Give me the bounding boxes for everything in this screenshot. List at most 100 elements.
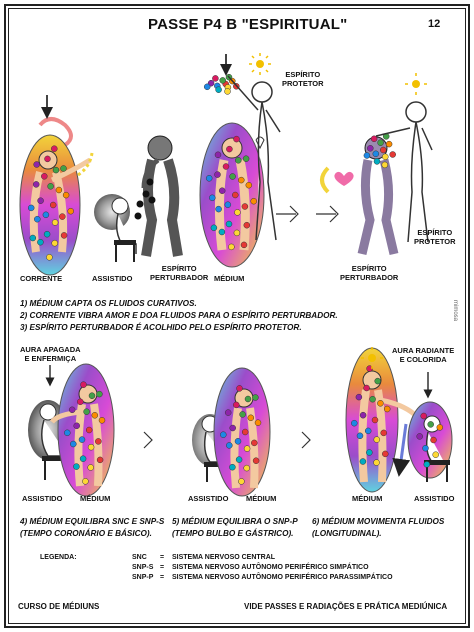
fluid-dot — [423, 461, 431, 468]
instruction-5: 5) MÉDIUM EQUILIBRA O SNP-P (TEMPO BULBO… — [172, 517, 298, 538]
fluid-dot — [370, 135, 378, 143]
fluid-dot — [87, 443, 95, 451]
label-assistido: ASSISTIDO — [92, 274, 133, 283]
watermark: mimosa — [452, 300, 458, 322]
fluid-dot — [46, 254, 53, 261]
instruction-1: 1) MÉDIUM CAPTA OS FLUIDOS CURATIVOS. — [20, 299, 197, 308]
heart-icon — [334, 171, 354, 186]
fluid-dot — [62, 191, 70, 199]
fluid-dot — [49, 201, 57, 209]
fluid-dot — [382, 153, 389, 161]
fluid-dot — [373, 436, 381, 443]
fluid-dot — [60, 232, 68, 239]
fluid-dot — [203, 83, 211, 91]
panel1-label-medium: MÉDIUM — [80, 494, 111, 503]
fluid-dot — [224, 88, 231, 95]
fluid-dot — [359, 411, 367, 419]
fluid-dot — [226, 145, 233, 153]
panel3-fluid-dots — [351, 365, 444, 468]
legend-text-1: SISTEMA NERVOSO CENTRAL — [172, 554, 276, 561]
label-aura-apagada: AURA APAGADA E ENFERMIÇA — [20, 345, 81, 363]
panel2-label-assistido: ASSISTIDO — [188, 494, 229, 503]
page-title: PASSE P4 B "ESPIRITUAL" — [148, 16, 348, 33]
panel3-label-medium: MÉDIUM — [352, 494, 383, 503]
fluid-dot — [222, 163, 230, 170]
fluid-dot — [374, 377, 381, 385]
fluid-dot — [233, 229, 241, 237]
fluid-dot — [432, 451, 439, 458]
sun-icon — [249, 53, 271, 75]
fluid-dot — [371, 416, 379, 424]
fluid-dot — [70, 440, 77, 448]
fluid-dot — [47, 183, 54, 190]
fluid-dot — [234, 209, 241, 216]
legend-eq-1: = — [160, 554, 165, 561]
fluid-dot — [385, 140, 393, 148]
fluid-dot — [382, 450, 389, 458]
fluid-dot — [234, 438, 242, 445]
fluid-dot — [88, 392, 96, 399]
fluid-dot — [377, 139, 384, 146]
panel1-label-assistido: ASSISTIDO — [22, 494, 63, 503]
panel2-label-medium: MÉDIUM — [246, 494, 277, 503]
label-aura-radiante: AURA RADIANTE E COLORIDA — [392, 346, 455, 364]
fluid-dot — [51, 145, 58, 152]
sun-icon-bottom — [361, 347, 383, 369]
fluid-dot — [219, 77, 226, 84]
panel3-figures — [345, 347, 453, 493]
fluid-dot — [369, 395, 376, 403]
fluid-dot — [214, 151, 222, 159]
fluid-dot — [236, 385, 243, 392]
instruction-3: 3) ESPÍRITO PERTURBADOR É ACOLHIDO PELO … — [20, 323, 302, 332]
fluid-dot — [380, 429, 387, 437]
chevron-icon-2 — [301, 431, 311, 449]
fluid-dot — [43, 230, 51, 238]
outer-border — [4, 4, 470, 628]
label-corrente: CORRENTE — [20, 274, 63, 283]
protetor-figure-top — [227, 75, 281, 241]
fluid-dot — [427, 421, 434, 428]
fluid-dot — [73, 422, 80, 430]
fluid-dot — [224, 409, 232, 416]
fluid-dot — [85, 426, 93, 434]
fluid-dot — [77, 398, 84, 406]
label-perturbador: ESPÍRITO PERTURBADOR — [150, 264, 209, 282]
corrente-figure — [19, 117, 92, 276]
fluid-dot — [238, 478, 245, 485]
fluid-dot — [220, 431, 227, 438]
fluid-dot — [64, 429, 71, 437]
fluid-dot — [420, 412, 427, 420]
fluid-dot — [242, 155, 250, 162]
legend-title: LEGENDA: — [40, 554, 77, 561]
corrente-fluid-dots — [27, 145, 74, 261]
fluid-dot — [96, 390, 103, 398]
fluid-dot — [252, 394, 259, 401]
fluid-dot — [212, 75, 219, 82]
dark-fluid-dots — [134, 178, 156, 220]
fluid-dot — [240, 241, 248, 249]
fluid-dot — [245, 181, 253, 189]
fluid-dot — [239, 411, 246, 418]
fluid-dot — [430, 436, 437, 444]
legend-abbr-1: SNC — [132, 554, 147, 561]
fluid-dot — [51, 219, 59, 226]
fluid-dot — [238, 176, 245, 184]
fluid-dot — [243, 445, 251, 452]
fluid-dot — [87, 464, 94, 471]
fluid-dot — [381, 161, 389, 169]
fluid-dot — [363, 152, 371, 159]
fluid-dot — [59, 213, 66, 220]
fluid-dot — [250, 197, 257, 205]
yellow-crescent — [320, 166, 330, 194]
panel1-figures — [28, 363, 115, 497]
fluid-dot — [372, 150, 380, 158]
fluid-dot — [351, 419, 358, 427]
fluid-dot — [244, 395, 252, 403]
label-medium: MÉDIUM — [214, 274, 245, 283]
fluid-dot — [80, 381, 87, 388]
fluid-dot — [228, 243, 235, 251]
footer-right: VIDE PASSES E RADIAÇÕES E PRÁTICA MEDIÚN… — [244, 602, 448, 611]
fluid-dot — [373, 158, 381, 165]
fluid-dot — [96, 456, 104, 464]
fluid-dot — [27, 204, 35, 212]
